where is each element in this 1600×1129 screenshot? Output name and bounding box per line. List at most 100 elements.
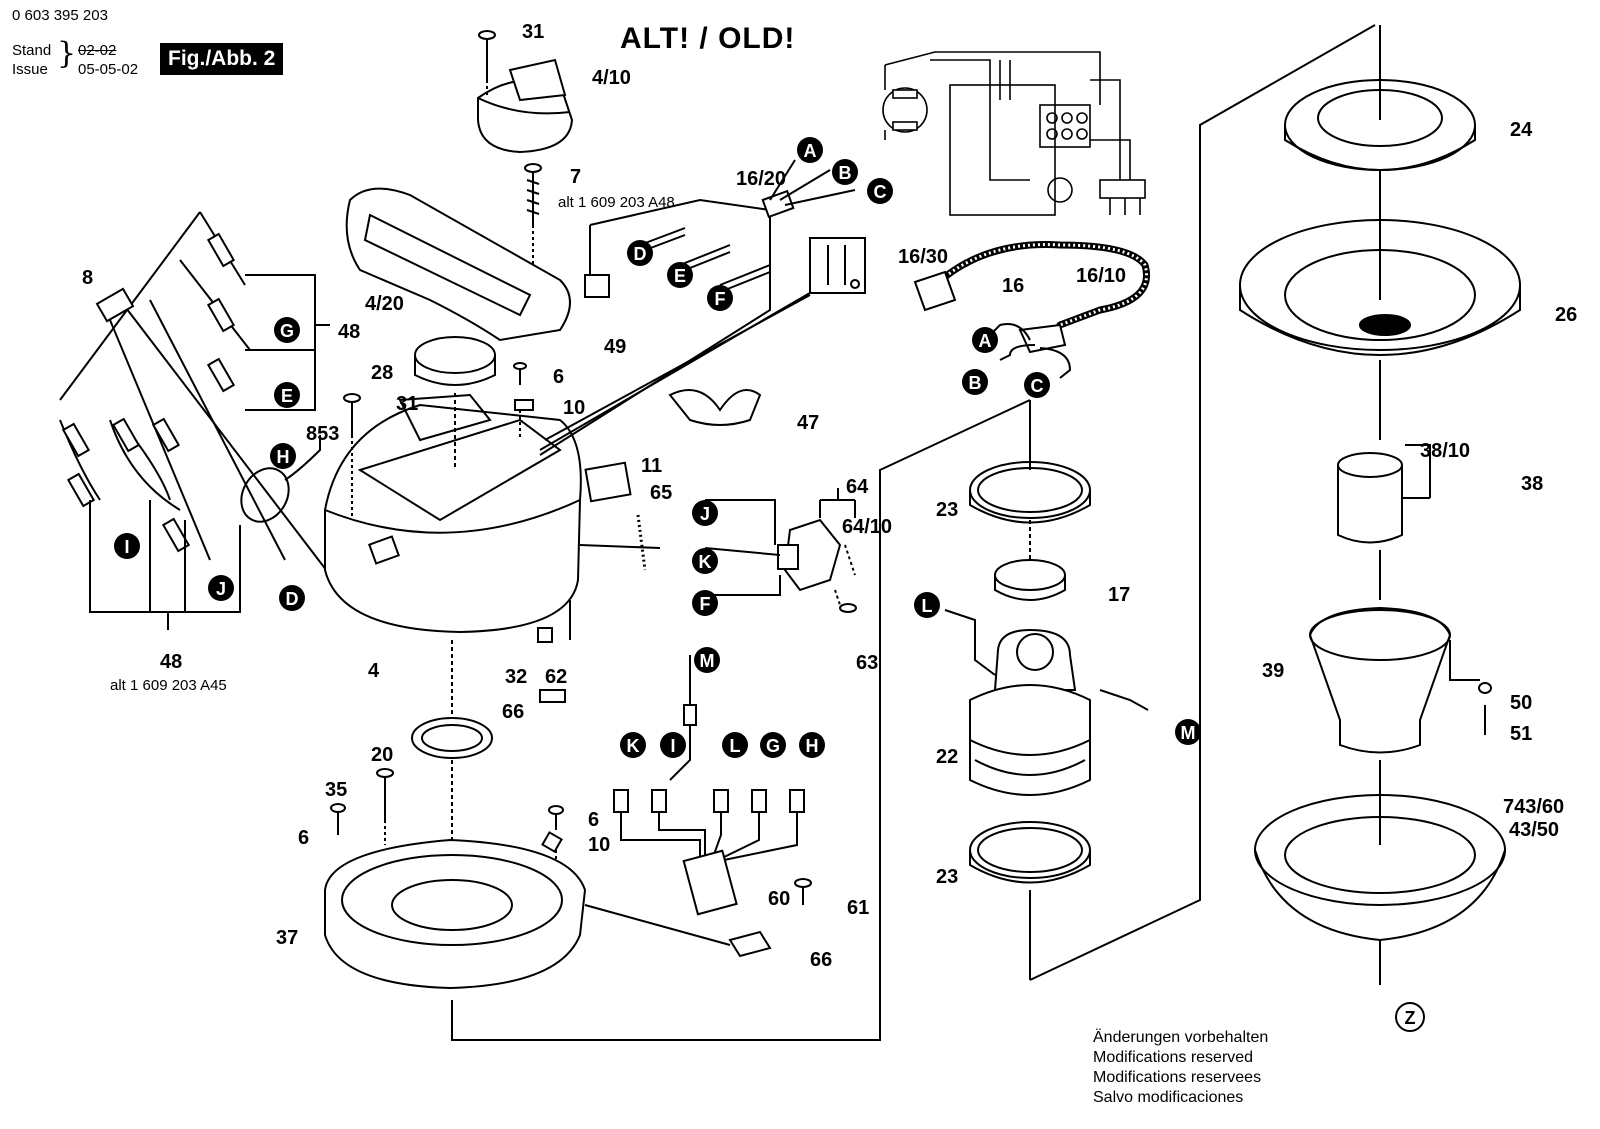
- part-label: 10: [588, 834, 611, 856]
- pins-d-e-f: [639, 227, 771, 293]
- part-label: 20: [371, 744, 394, 766]
- part-label: 51: [1510, 723, 1533, 745]
- part-filter-28: [414, 336, 496, 470]
- screw-50-51: [1449, 640, 1492, 735]
- part-label: 6: [553, 366, 565, 388]
- legend-line-fr: Modifications reservees: [1093, 1069, 1262, 1086]
- part-label: 66: [810, 949, 833, 971]
- part-label: 11: [641, 455, 663, 477]
- axis-housing-switch: [579, 544, 661, 549]
- assembly-guide-line: [451, 399, 1031, 1041]
- part-66-mid: [539, 689, 566, 703]
- part-label: 16: [1002, 275, 1025, 297]
- part-label: 16/20: [736, 168, 787, 190]
- legend-line-es: Salvo modificaciones: [1093, 1089, 1244, 1106]
- part-label: 64/10: [842, 516, 893, 538]
- part-label: 6: [298, 827, 310, 849]
- part-label: 853: [306, 423, 340, 445]
- part-label: 38/10: [1420, 440, 1471, 462]
- old-part-note-a45: alt 1 609 203 A45: [110, 677, 227, 694]
- switch-box-16-30: [809, 237, 866, 294]
- modifications-legend: Änderungen vorbehalten Modifications res…: [1093, 1028, 1268, 1108]
- part-label: 4/10: [592, 67, 631, 89]
- part-label: 16/10: [1076, 265, 1127, 287]
- part-cover-4-10: [477, 58, 574, 154]
- part-label: 26: [1555, 304, 1578, 326]
- ring-17: [994, 559, 1066, 601]
- header-brace: }: [57, 36, 77, 71]
- wiring-harness-left: [59, 211, 331, 630]
- part-bracket-47: [668, 389, 762, 426]
- part-label: 743/60: [1503, 796, 1565, 818]
- part-housing-4: [324, 393, 582, 634]
- part-label: 62: [545, 666, 568, 688]
- issue-value: 05-05-02: [78, 61, 139, 78]
- part-label: 48: [338, 321, 361, 343]
- part-label: 60: [768, 888, 791, 910]
- screw-61: [794, 878, 812, 905]
- pins-j-k-f: [704, 499, 781, 596]
- part-label: 32: [505, 666, 528, 688]
- part-label: 23: [936, 499, 959, 521]
- leads-to-switch: [539, 198, 816, 456]
- screw-6-mid: [513, 362, 534, 440]
- part-39: [1308, 606, 1452, 754]
- stand-label: Stand: [12, 42, 52, 59]
- part-label: 31: [396, 393, 419, 415]
- part-66-lower: [728, 930, 772, 958]
- screw-31-top: [478, 30, 496, 96]
- part-label: 43/50: [1509, 819, 1560, 841]
- part-label: 48: [160, 651, 183, 673]
- part-potentiometer-64: [777, 488, 857, 613]
- old-part-note-a48: alt 1 609 203 A48: [558, 194, 675, 211]
- legend-line-en: Modifications reserved: [1093, 1049, 1254, 1066]
- part-label: 64: [846, 476, 869, 498]
- part-label: 66: [502, 701, 525, 723]
- part-label: 24: [1510, 119, 1533, 141]
- part-label: 8: [82, 267, 94, 289]
- part-handle-4-20: [345, 187, 571, 342]
- part-label: 35: [325, 779, 348, 801]
- part-label: 4: [368, 660, 380, 682]
- screw-6-left: [330, 803, 346, 835]
- power-cord-16: [913, 241, 1150, 379]
- screw-6-right: [541, 805, 564, 905]
- part-label: 38: [1521, 473, 1544, 495]
- part-label: 4/20: [365, 293, 404, 315]
- part-label: 65: [650, 482, 673, 504]
- part-label: 61: [847, 897, 870, 919]
- part-62: [537, 600, 571, 643]
- ring-853: [240, 435, 321, 523]
- part-label: 6: [588, 809, 600, 831]
- document-number: 0 603 395 203: [12, 7, 108, 24]
- part-label: 37: [276, 927, 299, 949]
- gasket-23-top: [969, 461, 1091, 524]
- screw-31-mid: [343, 393, 361, 520]
- part-label: 50: [1510, 692, 1533, 714]
- terminal-16-20: [761, 159, 856, 219]
- part-label: 23: [936, 866, 959, 888]
- motor-22: [944, 609, 1149, 796]
- screw-7: [524, 163, 542, 280]
- part-label: 28: [371, 362, 394, 384]
- part-label: 7: [570, 166, 582, 188]
- figure-label: Fig./Abb. 2: [160, 43, 284, 75]
- part-11: [584, 461, 632, 503]
- part-49: [584, 274, 610, 298]
- part-label: 16/30: [898, 246, 949, 268]
- issue-label: Issue: [12, 61, 48, 78]
- stand-value: 02-02: [78, 42, 117, 59]
- part-base-37: [324, 838, 587, 990]
- part-65: [636, 514, 647, 571]
- gasket-23-bottom: [969, 821, 1091, 884]
- part-label: 49: [604, 336, 627, 358]
- terminal-block: [613, 655, 805, 916]
- old-version-title: ALT! / OLD!: [620, 22, 796, 55]
- screw-35: [376, 768, 394, 845]
- right-guide-line: [1029, 24, 1376, 981]
- legend-line-de: Änderungen vorbehalten: [1093, 1029, 1269, 1046]
- guide-to-66: [584, 904, 731, 946]
- part-label: 63: [856, 652, 879, 674]
- part-label: 22: [936, 746, 959, 768]
